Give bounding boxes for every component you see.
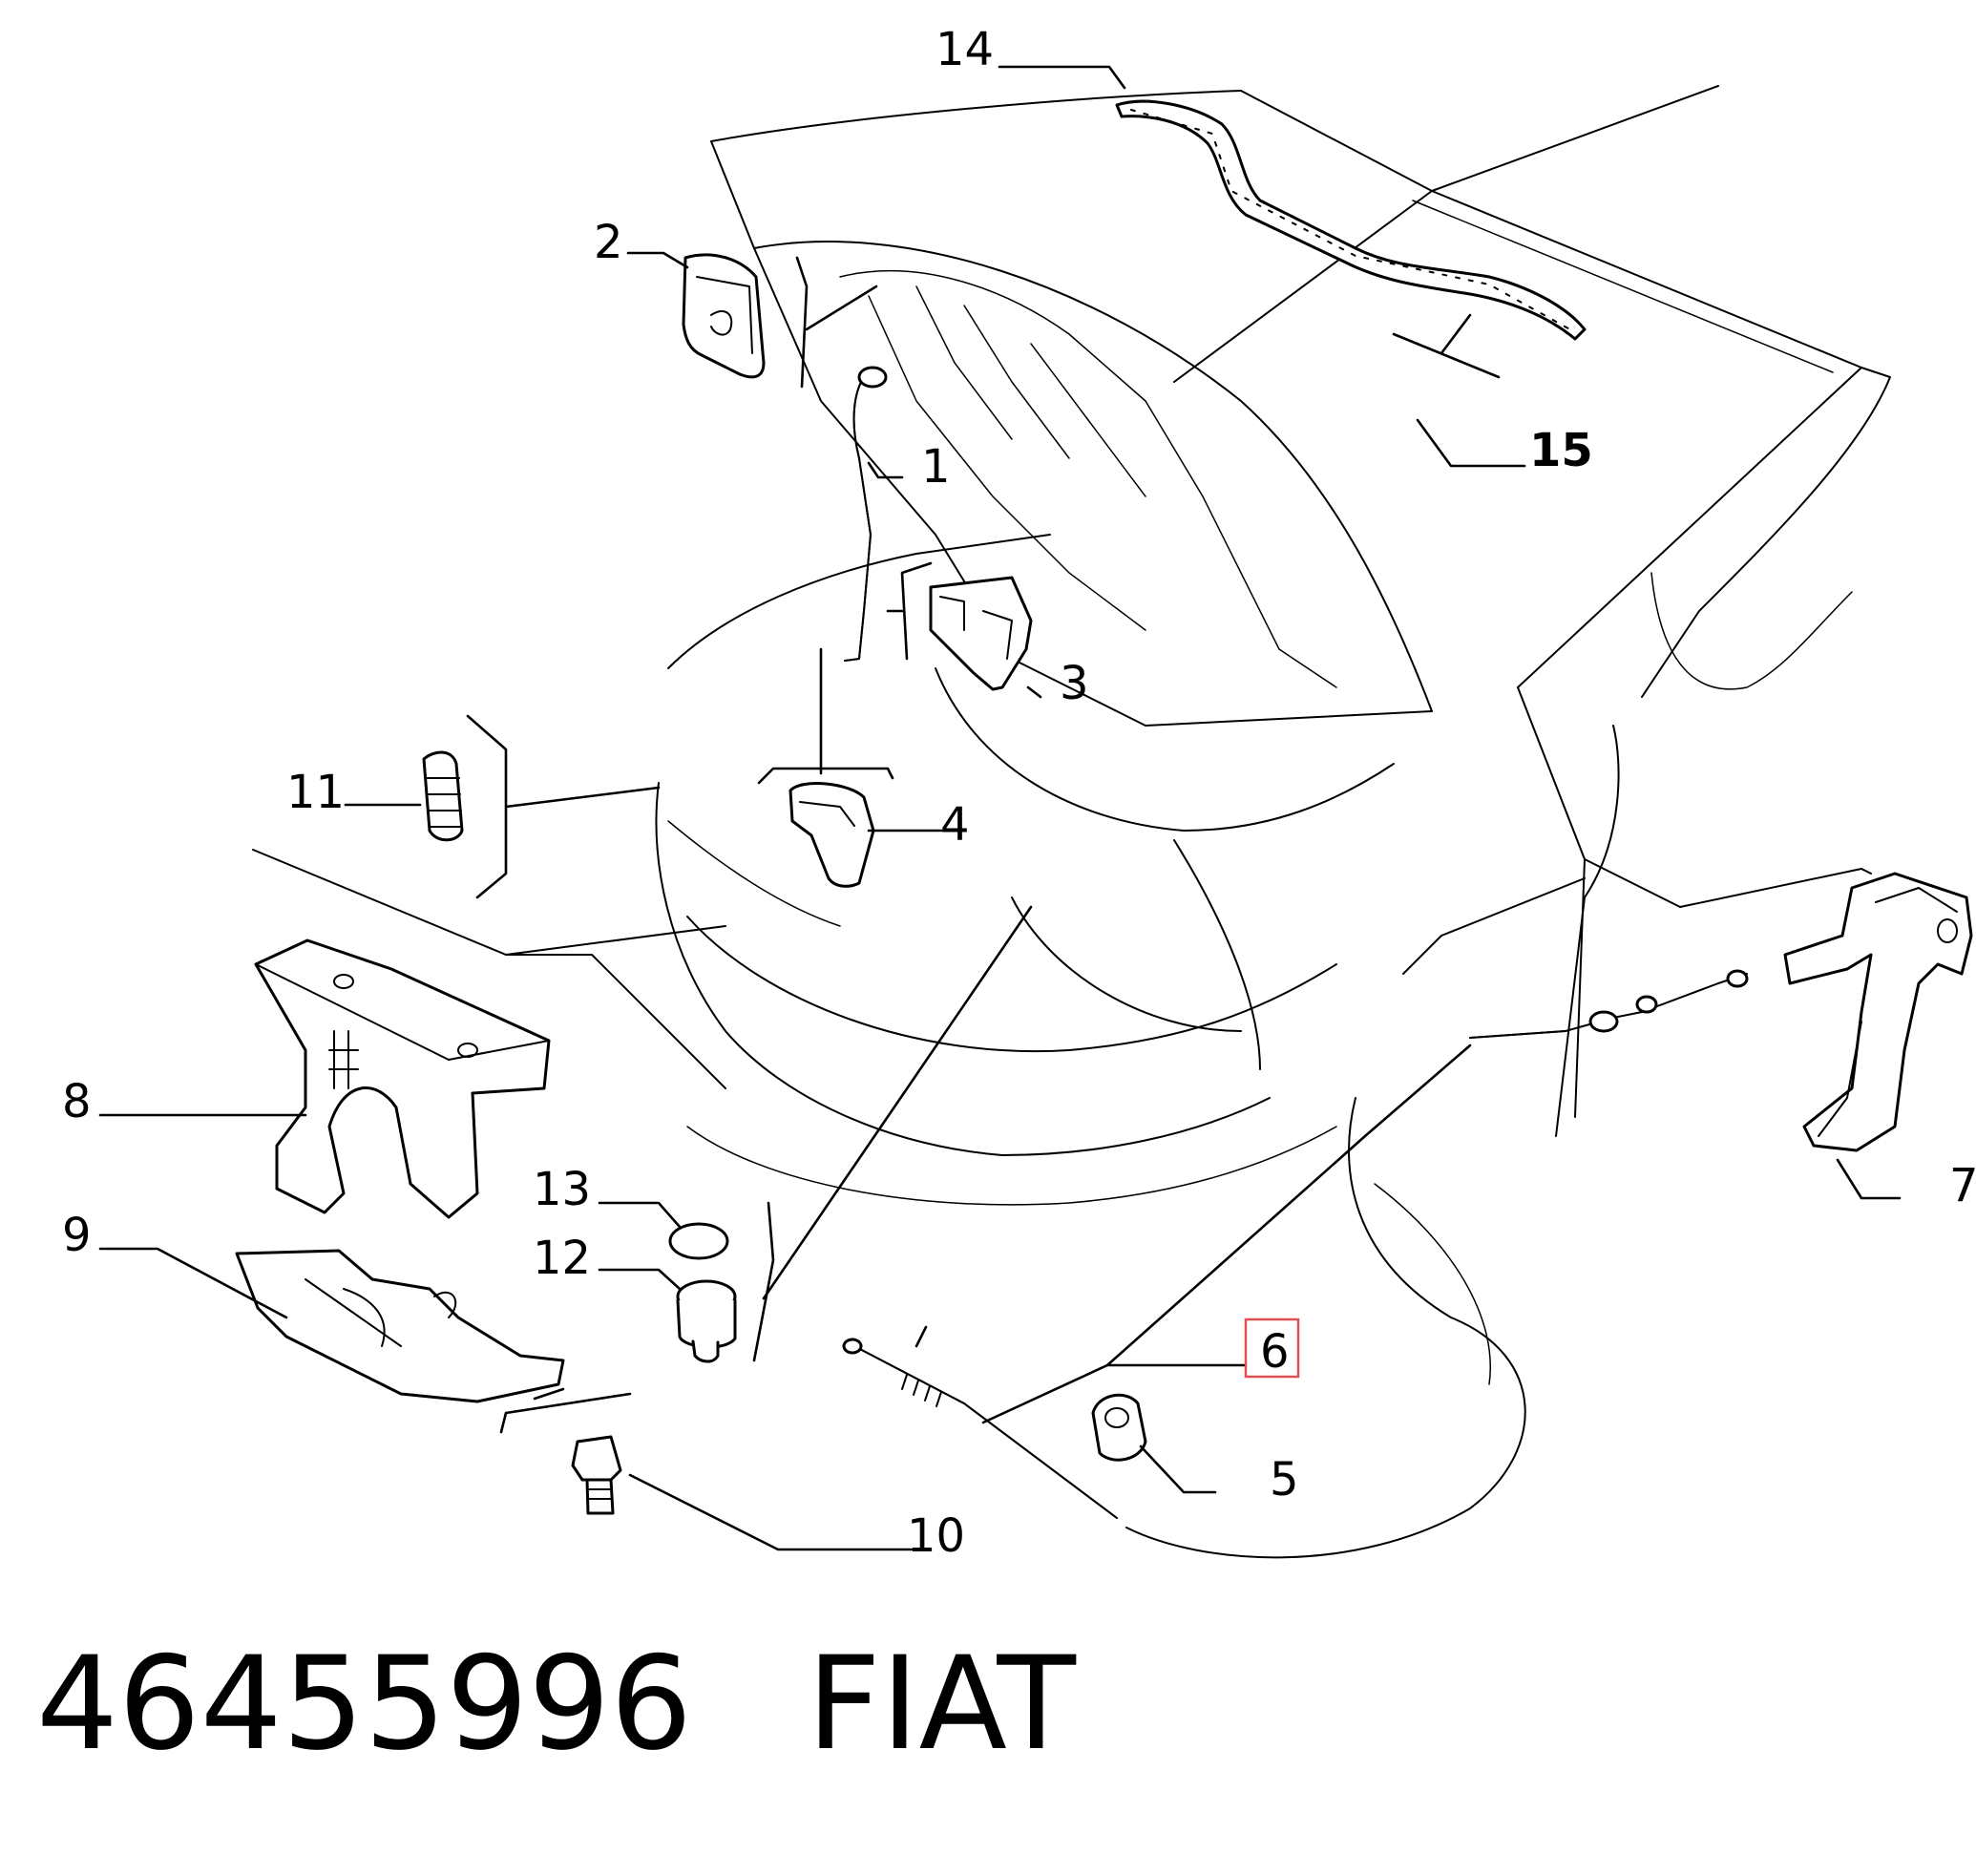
car-body-outline — [252, 85, 1891, 1559]
part-12-bush — [676, 1279, 737, 1363]
callout-9: 9 — [62, 1209, 92, 1262]
callout-6: 6 — [1260, 1325, 1290, 1379]
part-5-grommet — [1091, 1393, 1147, 1462]
callout-12: 12 — [533, 1232, 591, 1285]
part-8-latch-support — [254, 938, 551, 1219]
part-4-latch-clip — [788, 782, 875, 888]
part-14-hood-seal — [1115, 99, 1587, 341]
part-2-hood-bumper — [682, 253, 766, 379]
callout-3: 3 — [1060, 657, 1089, 710]
callout-2: 2 — [594, 216, 623, 269]
callout-10: 10 — [907, 1509, 965, 1563]
part-9-lock-plate — [235, 1249, 565, 1403]
callout-13: 13 — [533, 1163, 591, 1216]
callout-11: 11 — [286, 766, 345, 819]
callout-5: 5 — [1270, 1453, 1299, 1507]
callout-15: 15 — [1529, 424, 1593, 477]
part-3-hinge-bracket — [929, 576, 1033, 691]
part-1-hood-prop-rod — [844, 366, 888, 662]
callout-7: 7 — [1949, 1159, 1976, 1212]
leader-lines — [98, 65, 1902, 1551]
callout-8: 8 — [62, 1075, 92, 1128]
callout-4: 4 — [940, 798, 970, 852]
part-number: 46455996 — [36, 1629, 693, 1779]
part-13-cap — [668, 1222, 729, 1260]
part-6-release-cable — [842, 1338, 1118, 1519]
callout-6-highlight — [1244, 1317, 1300, 1379]
part-7-release-lever — [1783, 872, 1973, 1152]
callout-1: 1 — [921, 440, 951, 494]
part-6-release-cable-rear — [1469, 969, 1749, 1039]
brand-name: FIAT — [807, 1629, 1076, 1779]
callout-14: 14 — [935, 23, 994, 76]
caption: 46455996 FIAT — [36, 1623, 1076, 1785]
part-11-rubber-buffer — [422, 750, 464, 842]
callout-labels: 14 2 1 3 4 5 6 7 8 9 10 11 12 13 15 — [62, 23, 1976, 1563]
part-10-bolt — [571, 1435, 622, 1515]
